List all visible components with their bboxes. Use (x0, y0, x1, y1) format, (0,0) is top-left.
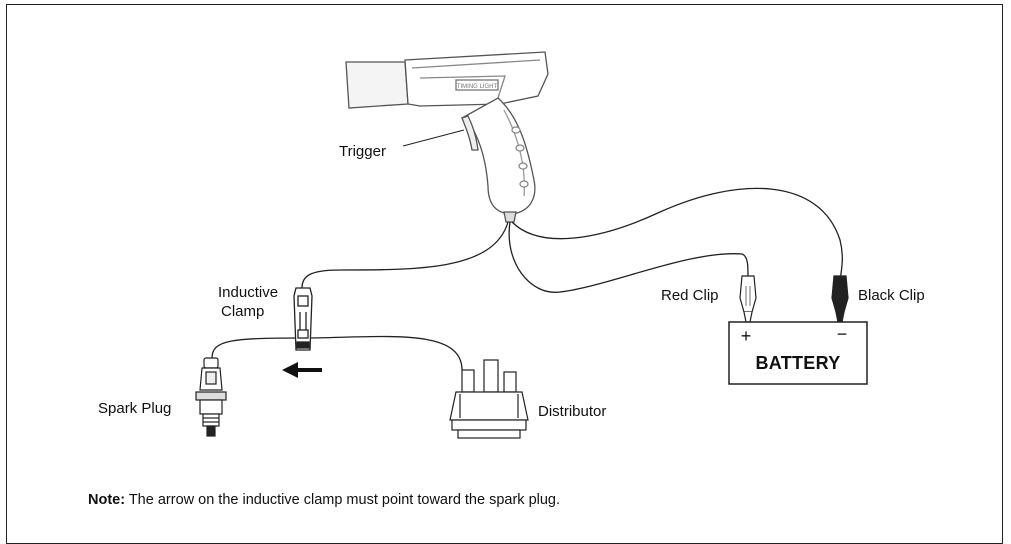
trigger-label: Trigger (339, 143, 386, 160)
note-text: Note: The arrow on the inductive clamp m… (88, 492, 560, 508)
black-clip-cable (511, 187, 843, 281)
battery: + − BATTERY (728, 321, 868, 385)
red-clip (739, 275, 757, 323)
battery-minus-sign: − (837, 324, 848, 344)
note-body: The arrow on the inductive clamp must po… (125, 492, 561, 508)
inductive-clamp-label-line1: Inductive (218, 284, 279, 301)
spark-plug-lead (211, 335, 463, 371)
battery-label: BATTERY (755, 353, 840, 373)
red-clip-label: Red Clip (661, 287, 719, 304)
spark-plug (195, 357, 227, 437)
black-clip-label: Black Clip (858, 287, 925, 304)
timing-light-gun: TIMING LIGHT (345, 51, 549, 223)
inductive-clamp (293, 287, 313, 351)
distributor-label: Distributor (538, 403, 607, 420)
black-clip (831, 275, 849, 323)
cables (211, 187, 843, 371)
spark-plug-label: Spark Plug (98, 400, 172, 417)
trigger-leader-line (402, 129, 465, 147)
red-clip-cable (508, 221, 749, 293)
note-prefix: Note: (88, 492, 126, 508)
clamp-cable (301, 221, 509, 289)
battery-plus-sign: + (741, 326, 752, 346)
distributor (449, 359, 529, 439)
gun-badge-text: TIMING LIGHT (457, 84, 498, 90)
inductive-clamp-label-line2: Clamp (221, 303, 265, 320)
clamp-direction-arrow-icon (282, 362, 322, 378)
